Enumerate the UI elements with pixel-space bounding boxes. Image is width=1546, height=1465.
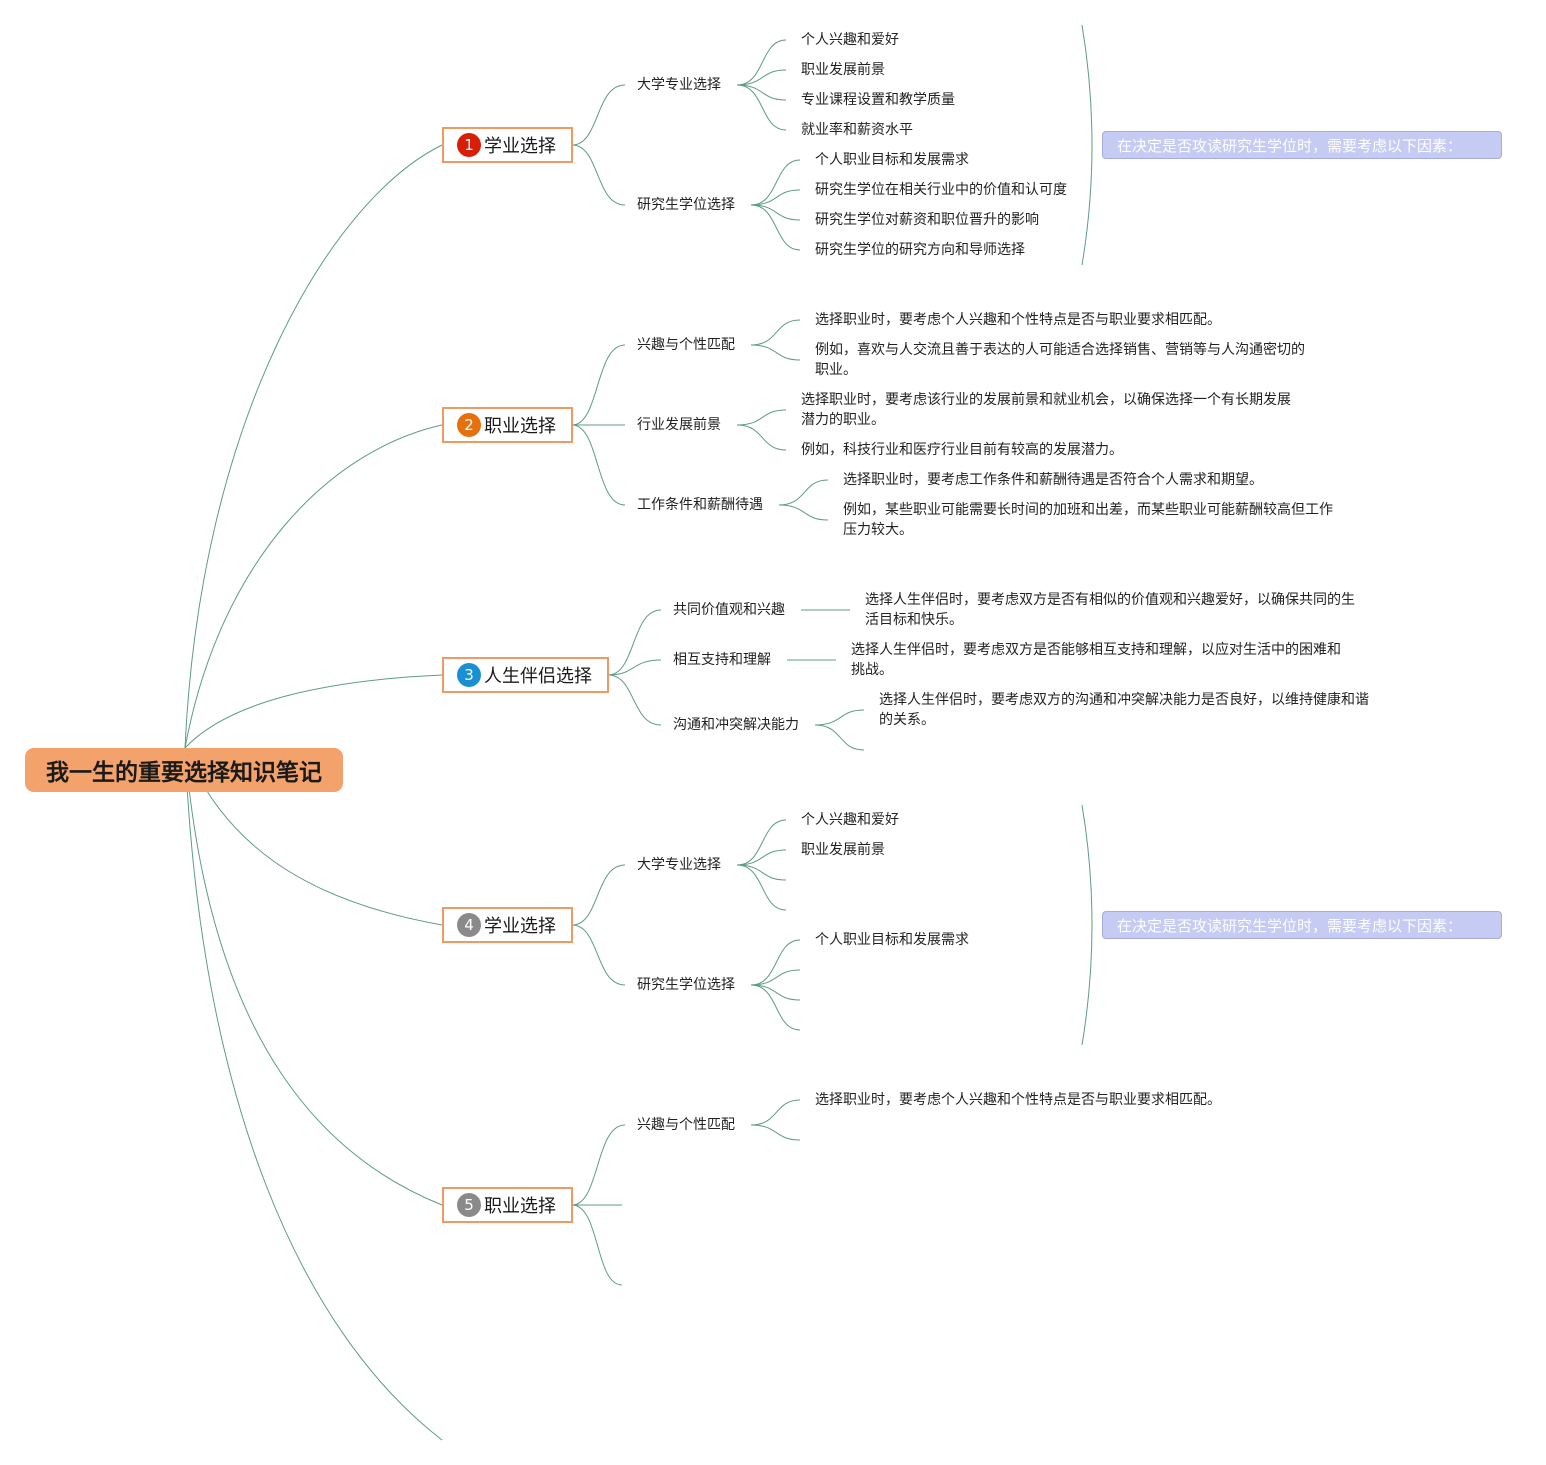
leaf-text[interactable]: 选择人生伴侣时，要考虑双方是否有相似的价值观和兴趣爱好，以确保共同的生活目标和快… xyxy=(865,592,1355,628)
topic-2[interactable]: 2 职业选择 xyxy=(442,407,573,443)
leaf-text[interactable]: 选择职业时，要考虑个人兴趣和个性特点是否与职业要求相匹配。 xyxy=(815,312,1221,328)
leaf-text[interactable]: 个人职业目标和发展需求 xyxy=(815,152,969,168)
subtopic-shared-values[interactable]: 共同价值观和兴趣 xyxy=(673,602,785,618)
leaf-text[interactable]: 专业课程设置和教学质量 xyxy=(801,92,955,108)
connector-lines xyxy=(184,24,1093,1441)
leaf-text[interactable]: 选择职业时，要考虑该行业的发展前景和就业机会，以确保选择一个有长期发展潜力的职业… xyxy=(801,392,1291,428)
topic-5[interactable]: 5 职业选择 xyxy=(442,1187,573,1223)
subtopic-interest-personality[interactable]: 兴趣与个性匹配 xyxy=(637,337,735,353)
leaf-text[interactable]: 个人兴趣和爱好 xyxy=(801,32,899,48)
summary-callout[interactable]: 在决定是否攻读研究生学位时，需要考虑以下因素： xyxy=(1102,131,1502,159)
subtopic-interest-personality[interactable]: 兴趣与个性匹配 xyxy=(637,1117,735,1133)
leaf-text[interactable]: 就业率和薪资水平 xyxy=(801,122,913,138)
leaf-text[interactable]: 个人兴趣和爱好 xyxy=(801,812,899,828)
leaf-text[interactable]: 例如，喜欢与人交流且善于表达的人可能适合选择销售、营销等与人沟通密切的职业。 xyxy=(815,342,1305,378)
leaf-text[interactable]: 研究生学位在相关行业中的价值和认可度 xyxy=(815,182,1067,198)
topic-4[interactable]: 4 学业选择 xyxy=(442,907,573,943)
leaf-text[interactable]: 选择职业时，要考虑个人兴趣和个性特点是否与职业要求相匹配。 xyxy=(815,1092,1221,1108)
leaf-text[interactable]: 选择职业时，要考虑工作条件和薪酬待遇是否符合个人需求和期望。 xyxy=(843,472,1263,488)
topic-number-badge: 1 xyxy=(457,133,481,157)
leaf-text[interactable]: 职业发展前景 xyxy=(801,842,885,858)
root-title: 我一生的重要选择知识笔记 xyxy=(46,760,322,786)
topic-3[interactable]: 3 人生伴侣选择 xyxy=(442,657,609,693)
root-topic[interactable]: 我一生的重要选择知识笔记 xyxy=(25,748,343,792)
topic-label: 职业选择 xyxy=(484,416,556,437)
leaf-text[interactable]: 选择人生伴侣时，要考虑双方是否能够相互支持和理解，以应对生活中的困难和挑战。 xyxy=(851,642,1341,678)
subtopic-industry-prospects[interactable]: 行业发展前景 xyxy=(637,417,721,433)
topic-number-badge: 5 xyxy=(457,1193,481,1217)
leaf-text[interactable]: 例如，科技行业和医疗行业目前有较高的发展潜力。 xyxy=(801,442,1123,458)
leaf-text[interactable]: 个人职业目标和发展需求 xyxy=(815,932,969,948)
subtopic-graduate-degree[interactable]: 研究生学位选择 xyxy=(637,197,735,213)
topic-label: 学业选择 xyxy=(484,136,556,157)
leaf-text[interactable]: 例如，某些职业可能需要长时间的加班和出差，而某些职业可能薪酬较高但工作压力较大。 xyxy=(843,502,1333,538)
leaf-text[interactable]: 研究生学位对薪资和职位晋升的影响 xyxy=(815,212,1039,228)
subtopic-work-conditions[interactable]: 工作条件和薪酬待遇 xyxy=(637,497,763,513)
leaf-text[interactable]: 职业发展前景 xyxy=(801,62,885,78)
subtopic-graduate-degree[interactable]: 研究生学位选择 xyxy=(637,977,735,993)
topic-1[interactable]: 1 学业选择 xyxy=(442,127,573,163)
topic-label: 人生伴侣选择 xyxy=(484,666,592,687)
subtopic-communication[interactable]: 沟通和冲突解决能力 xyxy=(673,717,799,733)
topic-label: 学业选择 xyxy=(484,916,556,937)
topic-number-badge: 3 xyxy=(457,663,481,687)
subtopic-university-major[interactable]: 大学专业选择 xyxy=(637,857,721,873)
topic-label: 职业选择 xyxy=(484,1196,556,1217)
summary-callout[interactable]: 在决定是否攻读研究生学位时，需要考虑以下因素： xyxy=(1102,911,1502,939)
leaf-text[interactable]: 研究生学位的研究方向和导师选择 xyxy=(815,242,1025,258)
leaf-text[interactable]: 选择人生伴侣时，要考虑双方的沟通和冲突解决能力是否良好，以维持健康和谐的关系。 xyxy=(879,692,1369,728)
topic-number-badge: 4 xyxy=(457,913,481,937)
topic-number-badge: 2 xyxy=(457,413,481,437)
subtopic-mutual-support[interactable]: 相互支持和理解 xyxy=(673,652,771,668)
subtopic-university-major[interactable]: 大学专业选择 xyxy=(637,77,721,93)
